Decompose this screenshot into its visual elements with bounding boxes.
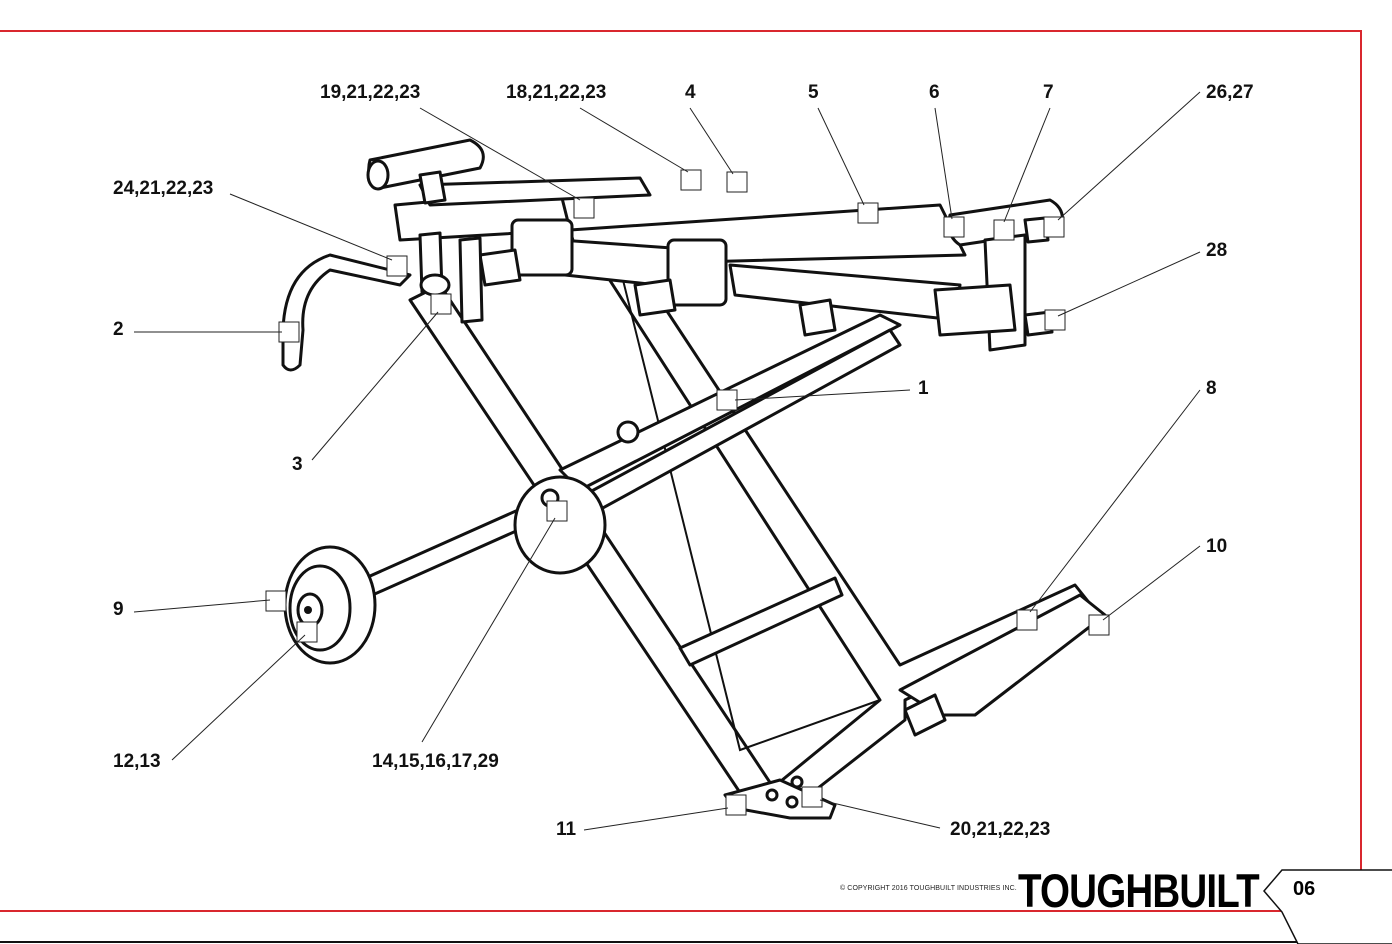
brace-knob (618, 422, 638, 442)
roller-left-end (368, 161, 388, 189)
leader-line (580, 108, 688, 172)
pivot-left (421, 275, 449, 295)
callout-label: 7 (1043, 82, 1054, 103)
roller-left-post (420, 172, 445, 203)
callout-tag (802, 787, 822, 807)
leader-line (134, 600, 270, 612)
leader-line (820, 800, 940, 828)
callout-tag (726, 795, 746, 815)
leader-line (690, 108, 733, 174)
leader-line (172, 635, 305, 760)
foot-bolt-3 (792, 777, 802, 787)
callout-label: 26,27 (1206, 82, 1254, 103)
miter-saw-stand (283, 140, 1105, 818)
callout-tag (858, 203, 878, 223)
top-rail-front (730, 265, 960, 320)
callout-tag (681, 170, 701, 190)
callout-tag (547, 501, 567, 521)
callout-label: 3 (292, 454, 303, 475)
foot-pad (905, 695, 945, 735)
callout-label: 8 (1206, 378, 1217, 399)
callout-label: 1 (918, 378, 929, 399)
lock-lever-left (480, 250, 520, 285)
callout-tag (1017, 610, 1037, 630)
callout-tag (1044, 217, 1064, 237)
page-number: 06 (1293, 878, 1315, 901)
lock-lever-rear (800, 300, 835, 335)
bracket-center (668, 240, 726, 305)
leader-line (818, 108, 864, 205)
callout-label: 20,21,22,23 (950, 819, 1050, 840)
leader-line (935, 108, 952, 219)
callout-tag (717, 390, 737, 410)
post-left-2 (460, 238, 482, 322)
callout-tag (994, 220, 1014, 240)
leader-line (584, 808, 728, 830)
callout-label: 6 (929, 82, 940, 103)
copyright-text: © COPYRIGHT 2016 TOUGHBUILT INDUSTRIES I… (840, 885, 1017, 892)
callout-tag (574, 198, 594, 218)
callout-label: 12,13 (113, 751, 161, 772)
wheel-axle-nut (304, 606, 312, 614)
leader-line (1058, 252, 1200, 316)
cross-rung (680, 578, 842, 665)
callout-tag (266, 591, 286, 611)
leader-line (1030, 390, 1200, 612)
callout-label: 2 (113, 319, 124, 340)
callout-label: 28 (1206, 240, 1227, 261)
page-number-tab (1264, 870, 1392, 944)
callout-tag (297, 622, 317, 642)
foot-bolt-1 (767, 790, 777, 800)
leader-line (1058, 92, 1200, 220)
callout-label: 14,15,16,17,29 (372, 751, 499, 772)
callout-label: 11 (556, 819, 577, 840)
callout-label: 9 (113, 599, 124, 620)
foot-bolt-2 (787, 797, 797, 807)
callout-label: 18,21,22,23 (506, 82, 606, 103)
callout-tag (944, 217, 964, 237)
callout-label: 5 (808, 82, 819, 103)
rear-wheel (515, 477, 605, 573)
leader-line (312, 312, 438, 460)
leader-line (230, 194, 392, 260)
brand-logo: TOUGHBUILT (1018, 866, 1259, 916)
end-block-right (935, 285, 1015, 335)
callout-label: 24,21,22,23 (113, 178, 213, 199)
callout-tag (727, 172, 747, 192)
callout-tag (431, 294, 451, 314)
callout-label: 19,21,22,23 (320, 82, 420, 103)
leader-line (1103, 546, 1200, 620)
bracket-left (512, 220, 572, 275)
callout-label: 4 (685, 82, 696, 103)
lock-lever-center (635, 280, 675, 315)
callout-label: 10 (1206, 536, 1227, 557)
page-border (0, 31, 1361, 911)
top-rail-left-back (420, 178, 650, 205)
callout-tag (1045, 310, 1065, 330)
